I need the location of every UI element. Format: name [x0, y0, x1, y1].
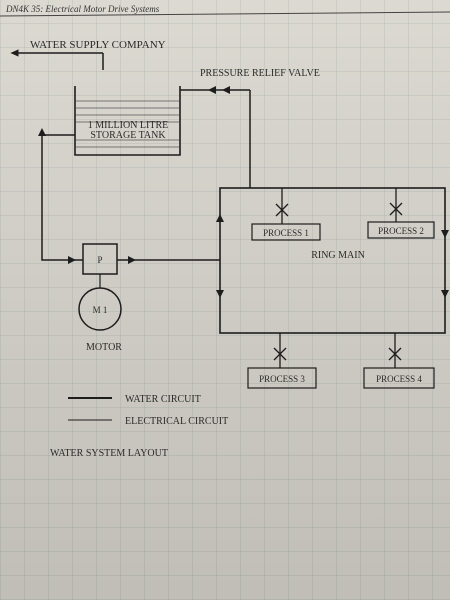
process1-valve-icon [275, 203, 289, 217]
process2-label: PROCESS 2 [378, 226, 424, 236]
relief-valve-label: PRESSURE RELIEF VALVE [200, 68, 320, 79]
water-supply-label: WATER SUPPLY COMPANY [30, 39, 166, 51]
pump-symbol: P [97, 255, 102, 265]
legend-electrical-label: ELECTRICAL CIRCUIT [125, 416, 228, 427]
ring-arrow-right-upper [441, 230, 449, 238]
tank-label-line1: 1 MILLION LITRE [88, 120, 169, 131]
process1-box [251, 223, 321, 241]
diagram-caption: WATER SYSTEM LAYOUT [50, 448, 168, 459]
ring-arrow-left-lower [216, 290, 224, 298]
legend-water-label: WATER CIRCUIT [125, 394, 201, 405]
process3-label: PROCESS 3 [259, 374, 305, 384]
feed-arrow [128, 256, 136, 264]
header-rule [0, 11, 450, 17]
process1-label: PROCESS 1 [263, 228, 309, 238]
process2-valve-icon [389, 202, 403, 216]
process4-valve-icon [388, 347, 402, 361]
process4-label: PROCESS 4 [376, 374, 422, 384]
process2-box [367, 221, 435, 239]
tank-outlet-pipe [41, 134, 83, 261]
process3-valve-icon [273, 347, 287, 361]
ring-main-loop [219, 187, 446, 334]
ring-main-label: RING MAIN [311, 250, 365, 261]
motor-label: MOTOR [86, 342, 122, 353]
pump-inlet-arrow [68, 256, 76, 264]
process4-box [363, 367, 435, 389]
relief-valve-icon [208, 86, 230, 94]
storage-tank [74, 86, 181, 156]
tank-label-line2: STORAGE TANK [90, 130, 166, 141]
motor-circle [78, 287, 122, 331]
motor-symbol: M 1 [93, 305, 108, 315]
ring-arrow-right [441, 290, 449, 298]
ring-arrow-left [216, 214, 224, 222]
process3-box [247, 367, 317, 389]
header-title: DN4K 35: Electrical Motor Drive Systems [5, 4, 160, 14]
tank-outlet-arrow [38, 128, 46, 136]
